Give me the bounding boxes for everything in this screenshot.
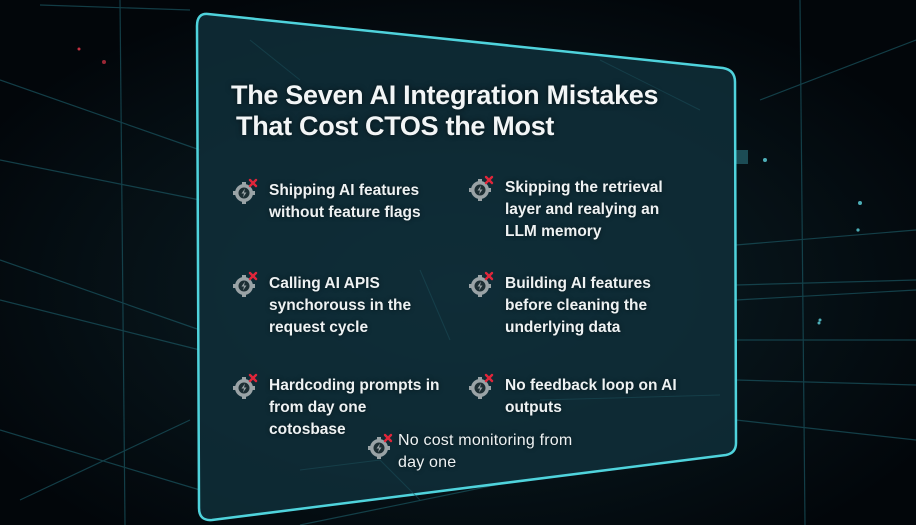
- gear-bolt-error-icon: [467, 270, 495, 298]
- gear-bolt-error-icon: [467, 372, 495, 400]
- list-item: Hardcoding prompts in from day one cotos…: [231, 372, 440, 441]
- item-text: Building AI features before cleaning the…: [505, 275, 651, 336]
- gear-bolt-error-icon: [231, 372, 259, 400]
- gear-bolt-error-icon: [231, 270, 259, 298]
- gear-bolt-error-icon: [366, 432, 394, 460]
- item-text: No cost monitoring from day one: [398, 432, 573, 471]
- page-title: The Seven AI Integration Mistakes That C…: [231, 80, 659, 142]
- list-item: Shipping AI features without feature fla…: [231, 177, 421, 224]
- gear-bolt-error-icon: [231, 177, 259, 205]
- item-text: Shipping AI features without feature fla…: [269, 182, 421, 221]
- list-item: Skipping the retrieval layer and realyin…: [467, 174, 663, 243]
- list-item: No cost monitoring from day one: [366, 432, 572, 474]
- title-line-2: That Cost CTOS the Most: [236, 111, 555, 141]
- item-text: Calling AI APIS synchorouss in the reque…: [269, 275, 412, 336]
- gear-bolt-error-icon: [467, 174, 495, 202]
- item-text: Hardcoding prompts in from day one cotos…: [269, 377, 440, 438]
- list-item: No feedback loop on AI outputs: [467, 372, 677, 419]
- list-item: Building AI features before cleaning the…: [467, 270, 651, 339]
- list-item: Calling AI APIS synchorouss in the reque…: [231, 270, 411, 339]
- item-text: No feedback loop on AI outputs: [505, 377, 677, 416]
- item-text: Skipping the retrieval layer and realyin…: [505, 179, 663, 240]
- title-line-1: The Seven AI Integration Mistakes: [231, 80, 659, 110]
